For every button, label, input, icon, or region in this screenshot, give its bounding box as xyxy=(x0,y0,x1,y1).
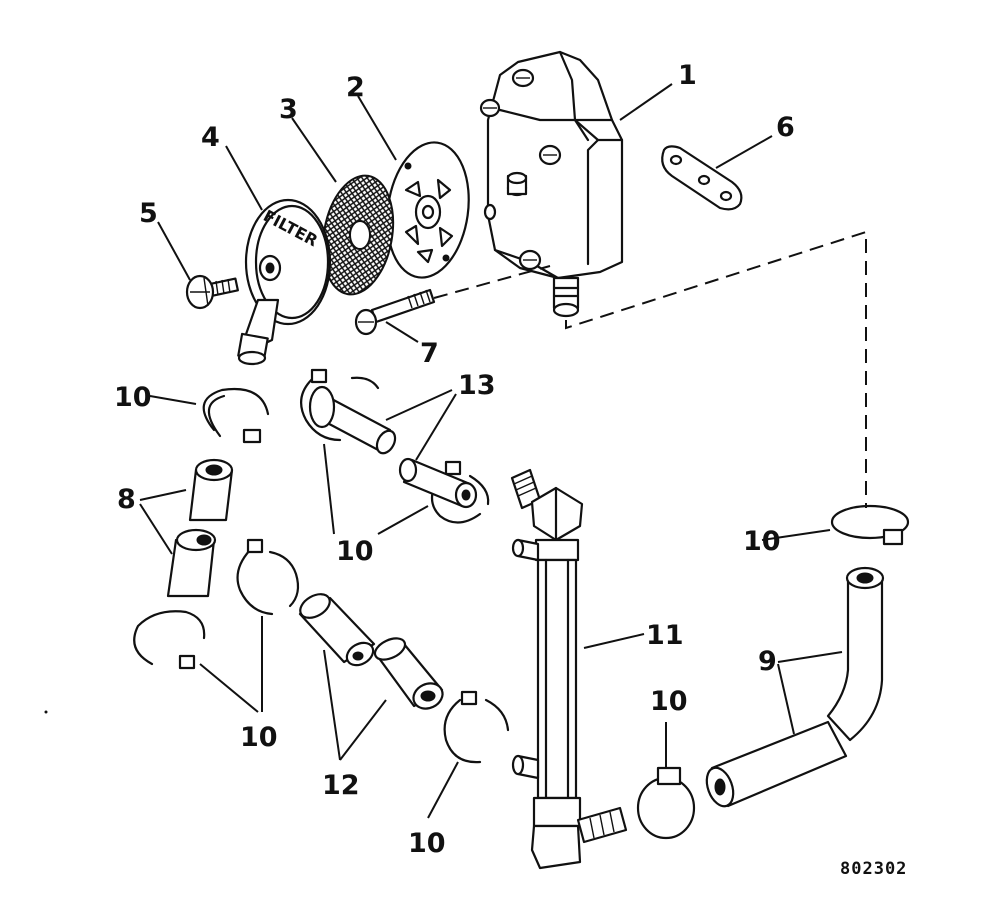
pump-plate xyxy=(386,141,470,279)
leader-lines xyxy=(139,83,843,819)
hose-12-upper xyxy=(298,593,376,667)
callout-2: 2 xyxy=(346,72,365,103)
tube-fitting-lower xyxy=(398,457,478,509)
short-hose-lower xyxy=(166,528,217,598)
callout-8: 8 xyxy=(117,484,136,515)
callout-10-upper-left: 10 xyxy=(114,382,152,413)
thumb-screw xyxy=(185,274,239,310)
figure-number: 802302 xyxy=(840,859,907,879)
callout-1: 1 xyxy=(678,60,697,91)
fuel-pump-body xyxy=(479,50,624,318)
stray-mark xyxy=(44,710,48,714)
tube-fitting-upper xyxy=(308,385,397,455)
mounting-screw xyxy=(354,288,436,336)
callout-12: 12 xyxy=(322,770,360,801)
callout-6: 6 xyxy=(776,112,795,143)
clamp-middle xyxy=(236,538,300,616)
fuel-path-dashed-line xyxy=(433,265,551,299)
callout-7: 7 xyxy=(420,338,439,369)
callout-11: 11 xyxy=(646,620,684,651)
hose-12-lower xyxy=(373,637,444,710)
callout-4: 4 xyxy=(201,122,220,153)
callout-10-right: 10 xyxy=(743,526,781,557)
callout-13: 13 xyxy=(458,370,496,401)
callout-5: 5 xyxy=(139,198,158,229)
clamp-right-upper xyxy=(830,504,910,546)
callout-10-lower-right: 10 xyxy=(650,686,688,717)
callout-labels: 1 2 3 4 5 6 7 8 9 10 10 10 10 10 10 11 1… xyxy=(114,60,907,879)
callout-3: 3 xyxy=(279,94,298,125)
hose-9-upper xyxy=(826,566,885,742)
clamp-lower-middle xyxy=(443,690,510,764)
clamp-upper-left xyxy=(202,388,270,444)
callout-10-lower-left: 10 xyxy=(240,722,278,753)
callout-9: 9 xyxy=(758,646,777,677)
clamp-lower-left xyxy=(133,610,206,670)
clamp-right-lower xyxy=(636,766,696,840)
pump-gasket xyxy=(661,145,743,211)
hose-9-lower xyxy=(705,720,848,808)
short-hose-upper xyxy=(188,458,234,522)
callout-10-center: 10 xyxy=(336,536,374,567)
callout-10-bottom: 10 xyxy=(408,828,446,859)
filter-cover: FILTER xyxy=(237,198,332,366)
fuel-filter-assembly xyxy=(510,468,628,870)
clamp-13a xyxy=(300,368,380,442)
